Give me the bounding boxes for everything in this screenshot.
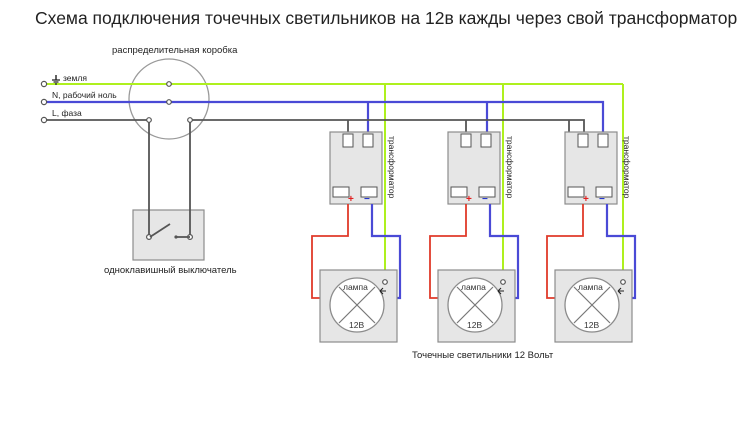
transformer-1: + − [329,131,383,205]
lamp-bottom-label: 12В [584,320,599,330]
transformer-label: трансформатор [622,136,632,199]
lamp-cross-icon [456,286,494,324]
transformer-label: трансформатор [387,136,397,199]
lamps-caption: Точечные светильники 12 Вольт [412,350,554,361]
ground-wire-line [44,83,624,282]
lamp-bottom-label: 12В [467,320,482,330]
junction-box-label: распределительная коробка [112,45,238,56]
transformer-3: + − [564,131,618,205]
lamp-bottom-label: 12В [349,320,364,330]
wire-terminal-node [40,80,193,124]
transformer-label: трансформатор [505,136,515,199]
lamp-top-label: лампа [343,282,368,292]
neutral-wire-label: N, рабочий ноль [52,90,117,100]
plus-sign: + [583,194,589,205]
diagram-title: Схема подключения точечных светильников … [35,8,737,28]
lamp-cross-icon [573,286,611,324]
ground-wire-label: земля [63,73,87,83]
plus-sign: + [466,194,472,205]
lamp-top-label: лампа [461,282,486,292]
minus-sign: − [364,194,370,205]
switch-contacts [146,223,194,241]
minus-sign: − [599,194,605,205]
switch-label: одноклавишный выключатель [104,265,237,276]
switch-box [132,209,205,261]
ground-icon [52,75,60,85]
lamp-2: лампа 12В [437,269,516,343]
minus-sign: − [482,194,488,205]
phase-wire-label: L, фаза [52,108,82,118]
lamp-1: лампа 12В [319,269,398,343]
plus-sign: + [348,194,354,205]
junction-box [128,58,210,140]
lamp-cross-icon [338,286,376,324]
lamp-top-label: лампа [578,282,603,292]
transformer-2: + − [447,131,501,205]
lamp-3: лампа 12В [554,269,633,343]
neutral-wire-line [44,100,605,146]
